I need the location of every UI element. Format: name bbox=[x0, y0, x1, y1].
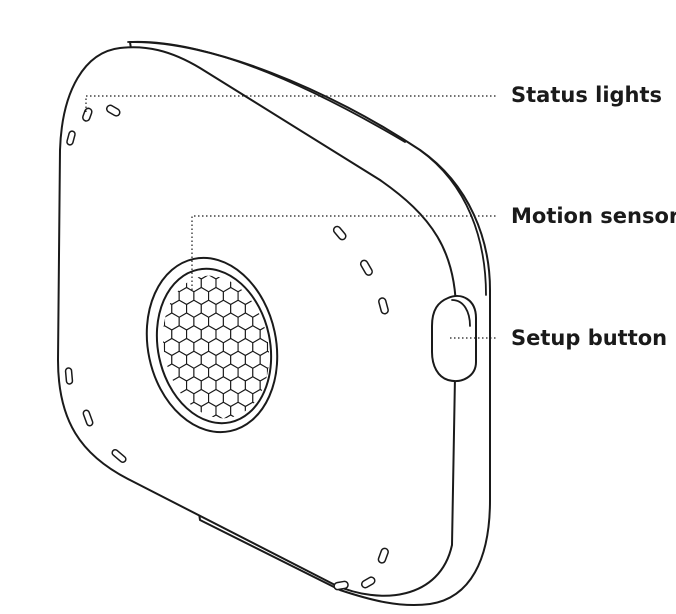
setup-button-label: Setup button bbox=[511, 326, 667, 350]
indicator-led bbox=[377, 547, 389, 564]
indicator-led bbox=[332, 225, 347, 241]
indicator-led bbox=[359, 259, 373, 276]
status-light-led bbox=[82, 107, 93, 122]
status-light-led bbox=[66, 130, 76, 146]
status-light-led bbox=[105, 104, 121, 117]
motion-sensor-label: Motion sensor bbox=[511, 204, 676, 228]
status-lights-label: Status lights bbox=[511, 83, 662, 107]
indicator-led bbox=[378, 297, 389, 315]
device-top-rim bbox=[127, 40, 406, 143]
setup-button-edge bbox=[451, 299, 471, 327]
indicator-led bbox=[360, 576, 376, 589]
indicator-led bbox=[64, 367, 74, 385]
indicator-led bbox=[333, 580, 349, 591]
status-lights-leader bbox=[85, 95, 496, 112]
indicator-led bbox=[82, 409, 94, 427]
motion-sensor-leader bbox=[191, 215, 496, 290]
device-right-rim bbox=[419, 149, 487, 296]
indicator-led bbox=[111, 449, 127, 463]
